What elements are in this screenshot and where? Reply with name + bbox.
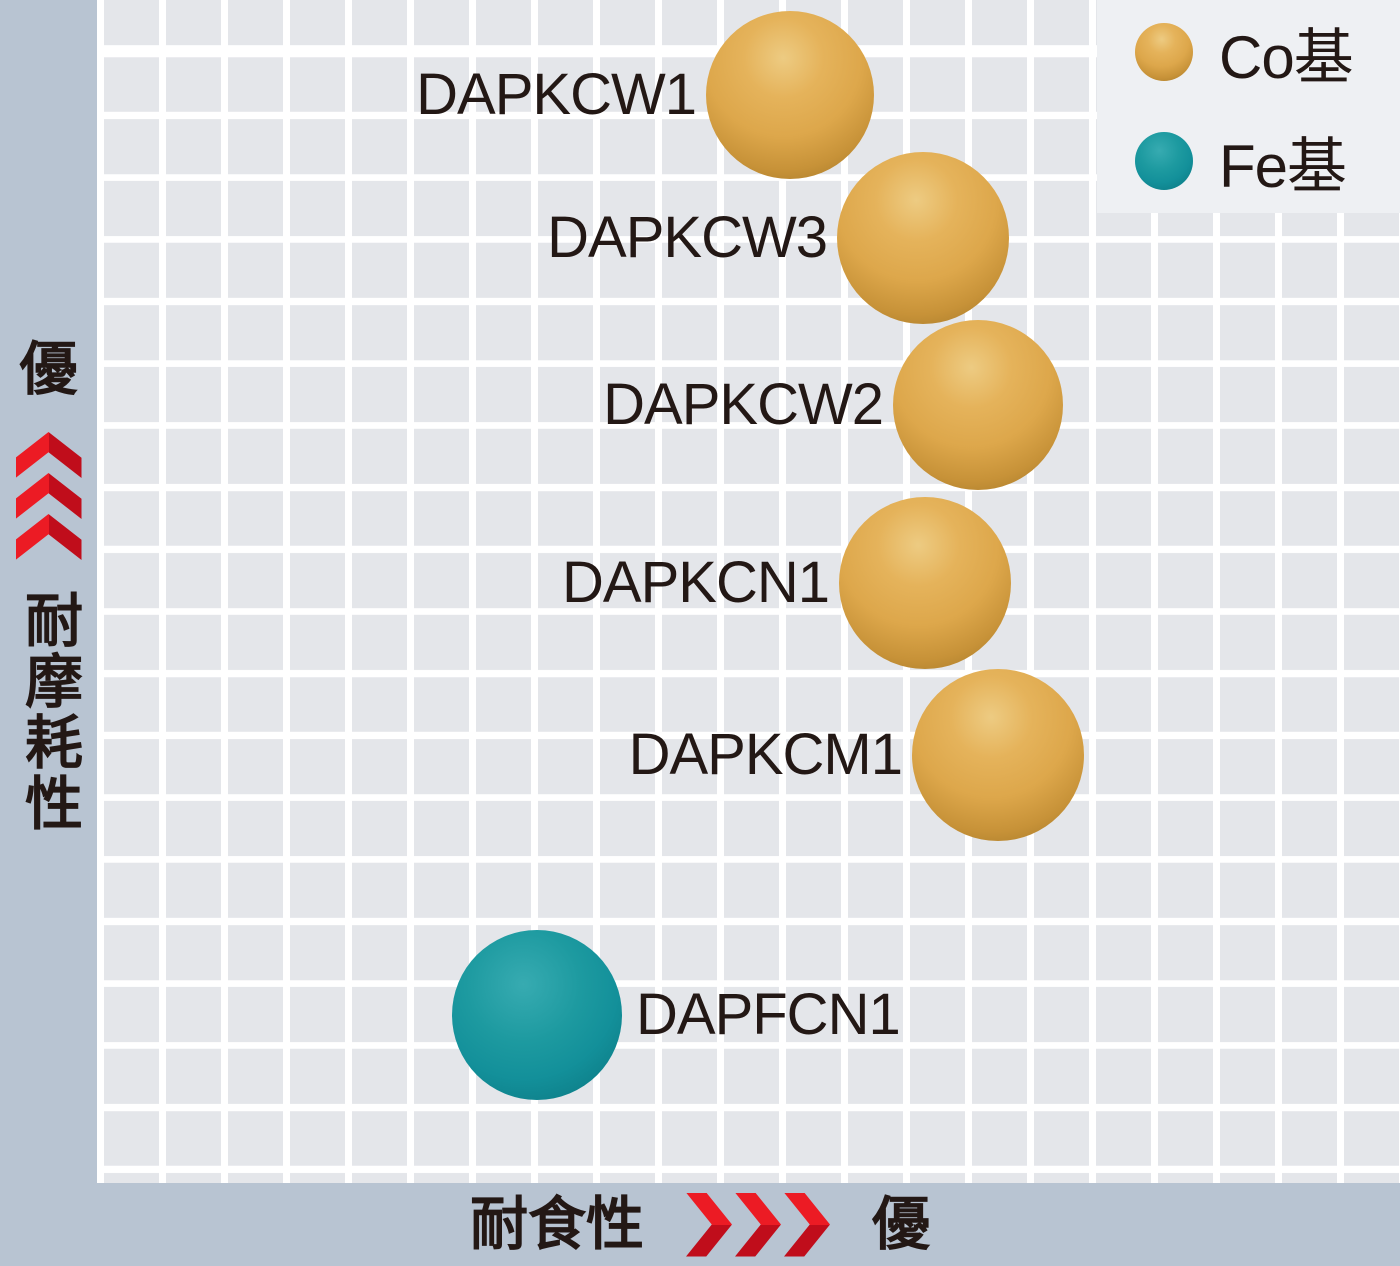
x-axis-label: 耐食性 xyxy=(469,1192,644,1257)
right-chevron-icon xyxy=(686,1192,732,1257)
right-chevron-icon xyxy=(784,1192,830,1257)
legend: Co基 Fe基 xyxy=(1097,0,1400,213)
legend-item-fe-base: Fe基 xyxy=(1135,118,1400,205)
x-axis-band: 耐食性 優 xyxy=(0,1183,1400,1266)
x-axis-best-label: 優 xyxy=(872,1192,931,1257)
co-base-swatch-icon xyxy=(1135,23,1193,81)
fe-base-swatch-icon xyxy=(1135,132,1193,190)
up-chevron-icon xyxy=(15,514,82,560)
legend-item-co-base: Co基 xyxy=(1135,9,1400,96)
bubble-DAPKCN1 xyxy=(839,497,1011,669)
bubble-DAPKCW1 xyxy=(706,11,874,179)
bubble-label-DAPKCW3: DAPKCW3 xyxy=(547,205,828,270)
y-axis-label: 耐摩耗性 xyxy=(16,590,81,834)
up-chevron-icon xyxy=(15,432,82,478)
y-axis-band: 優 耐摩耗性 xyxy=(0,0,97,1266)
bubble-DAPFCN1 xyxy=(452,930,622,1100)
bubble-DAPKCM1 xyxy=(912,669,1084,841)
bubble-DAPKCW2 xyxy=(893,320,1063,490)
bubble-label-DAPKCM1: DAPKCM1 xyxy=(628,722,903,787)
bubble-label-DAPKCW2: DAPKCW2 xyxy=(603,372,884,437)
legend-label-fe-base: Fe基 xyxy=(1219,132,1347,200)
bubble-DAPKCW3 xyxy=(837,152,1009,324)
bubble-label-DAPFCN1: DAPFCN1 xyxy=(636,982,901,1047)
bubble-label-DAPKCW1: DAPKCW1 xyxy=(416,62,697,127)
bubble-label-DAPKCN1: DAPKCN1 xyxy=(562,550,830,615)
right-arrows-icon xyxy=(686,1192,830,1257)
right-chevron-icon xyxy=(735,1192,781,1257)
up-arrows-icon xyxy=(0,432,97,560)
up-chevron-icon xyxy=(15,473,82,519)
y-axis-best-label: 優 xyxy=(19,337,78,402)
legend-label-co-base: Co基 xyxy=(1219,23,1354,91)
